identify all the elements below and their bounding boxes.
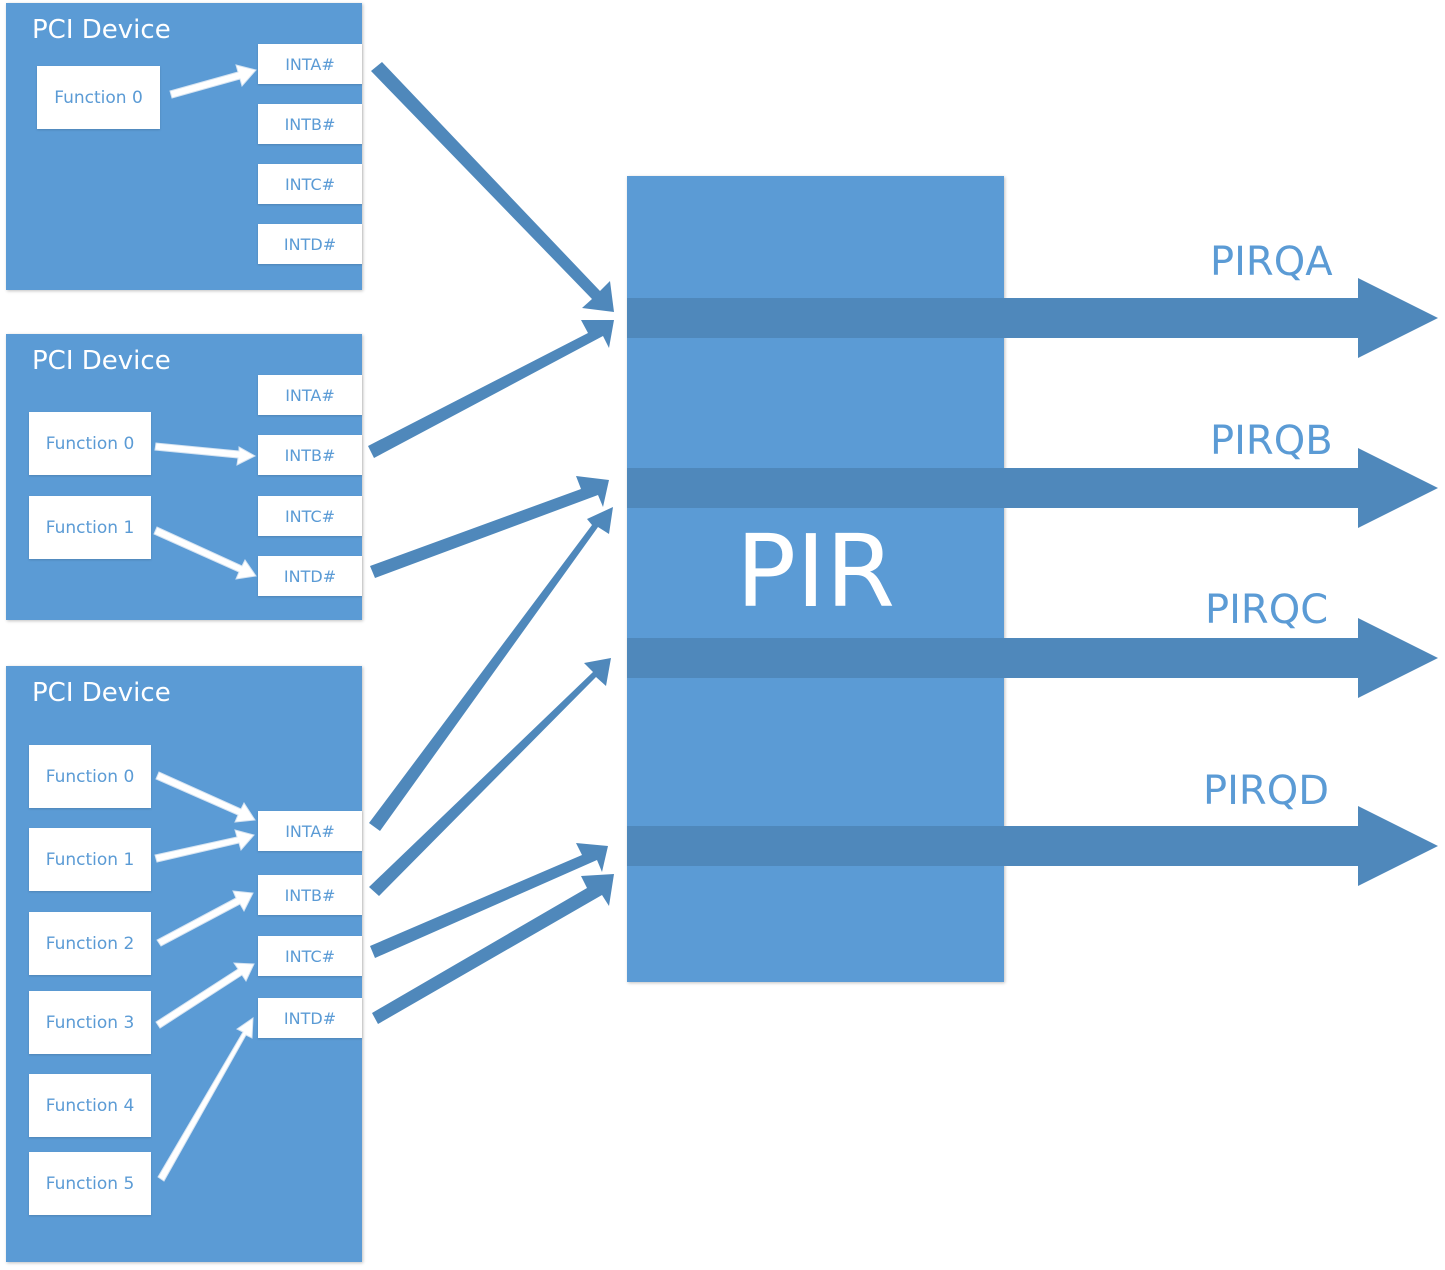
- pirqd-output-arrow: [627, 806, 1438, 886]
- pirqc-label: PIRQC: [1205, 587, 1329, 633]
- pin-intd: INTD#: [258, 224, 362, 264]
- func-arrow-d3-f0-inta: [155, 771, 256, 823]
- route-arrow-d3-intc: [370, 843, 608, 958]
- device-title: PCI Device: [32, 678, 171, 708]
- pin-intb: INTB#: [258, 875, 362, 915]
- pirqa-label: PIRQA: [1210, 239, 1333, 285]
- function-box: Function 3: [29, 991, 151, 1054]
- route-arrow-d3-inta: [369, 507, 613, 831]
- pin-inta: INTA#: [258, 44, 362, 84]
- pin-intc: INTC#: [258, 164, 362, 204]
- device-title: PCI Device: [32, 346, 171, 376]
- function-box: Function 0: [29, 412, 151, 475]
- function-box: Function 0: [37, 66, 160, 129]
- route-arrow-d1-inta: [371, 62, 614, 312]
- pci-device-3: PCI Device Function 0 Function 1 Functio…: [6, 666, 362, 1262]
- pirqd-label: PIRQD: [1203, 768, 1329, 814]
- pirqc-output-arrow: [627, 618, 1438, 698]
- func-arrow-d2-f1-intd: [153, 526, 257, 580]
- function-box: Function 5: [29, 1152, 151, 1215]
- pin-intd: INTD#: [258, 556, 362, 596]
- function-box: Function 1: [29, 828, 151, 891]
- pci-device-2: PCI Device Function 0 Function 1 INTA# I…: [6, 334, 362, 620]
- pirqb-label: PIRQB: [1210, 418, 1333, 464]
- pci-device-1: PCI Device Function 0 INTA# INTB# INTC# …: [6, 3, 362, 290]
- function-box: Function 0: [29, 745, 151, 808]
- function-box: Function 2: [29, 912, 151, 975]
- pirqa-output-arrow: [627, 278, 1438, 358]
- func-arrow-d3-f5-intd: [157, 1017, 254, 1182]
- route-arrow-d2-intd: [370, 476, 609, 578]
- pir-label: PIR: [735, 513, 896, 630]
- pin-intc: INTC#: [258, 936, 362, 976]
- route-arrow-d2-intb: [368, 320, 614, 458]
- pin-inta: INTA#: [258, 375, 362, 415]
- func-arrow-d3-f3-intc: [155, 962, 255, 1029]
- function-box: Function 1: [29, 496, 151, 559]
- pirqb-output-arrow: [627, 448, 1438, 528]
- pin-intd: INTD#: [258, 998, 362, 1038]
- func-arrow-d3-f1-inta: [154, 829, 255, 863]
- pin-inta: INTA#: [258, 811, 362, 851]
- pin-intc: INTC#: [258, 496, 362, 536]
- route-arrow-d3-intd: [372, 874, 614, 1024]
- function-box: Function 4: [29, 1074, 151, 1137]
- func-arrow-d3-f2-intb: [156, 890, 254, 947]
- func-arrow-d2-f0-intb: [154, 442, 257, 466]
- pin-intb: INTB#: [258, 435, 362, 475]
- pin-intb: INTB#: [258, 104, 362, 144]
- route-arrow-d3-intb: [369, 658, 611, 896]
- func-arrow-d1-f0-inta: [169, 64, 257, 99]
- device-title: PCI Device: [32, 15, 171, 45]
